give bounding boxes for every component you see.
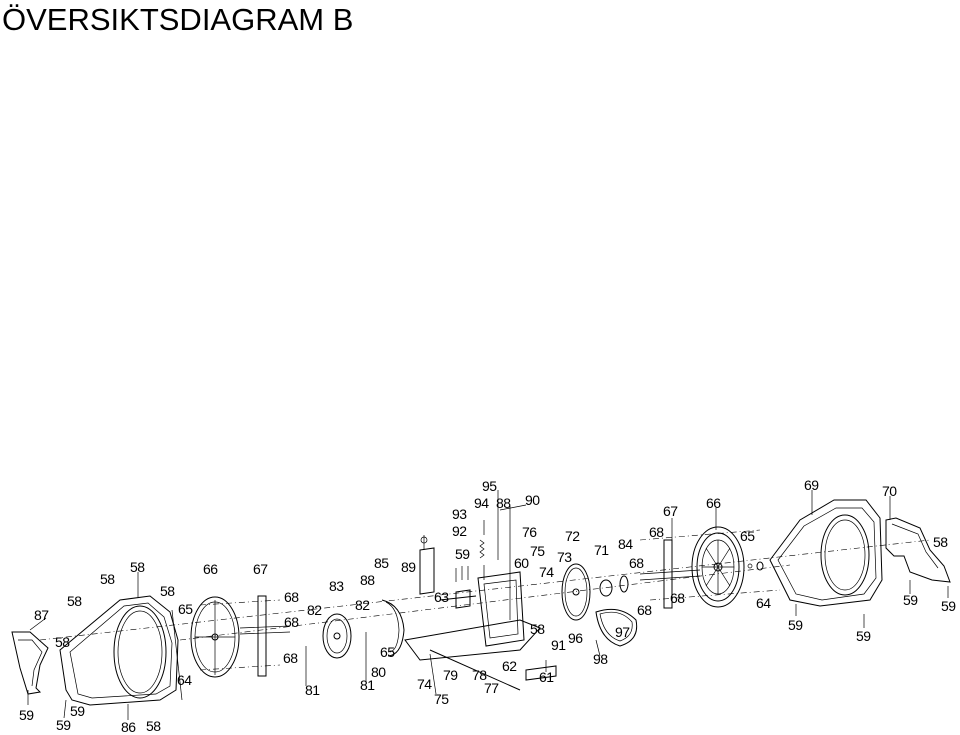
- axle-hub: [599, 575, 629, 597]
- part-label: 68: [649, 524, 664, 540]
- part-label: 59: [788, 617, 803, 633]
- part-label: 58: [160, 583, 175, 599]
- right-bracket: [639, 539, 701, 609]
- page-title: ÖVERSIKTSDIAGRAM B: [2, 2, 354, 37]
- part-label: 59: [903, 592, 918, 608]
- part-label: 71: [594, 542, 609, 558]
- part-label: 74: [539, 564, 554, 580]
- part-label: 93: [452, 506, 467, 522]
- part-label: 77: [484, 680, 499, 696]
- part-label: 83: [329, 578, 344, 594]
- part-label: 63: [434, 589, 449, 605]
- drive-belt: [595, 608, 638, 647]
- part-label: 66: [203, 561, 218, 577]
- part-label: 69: [804, 477, 819, 493]
- part-label: 80: [371, 664, 386, 680]
- part-label: 81: [360, 677, 375, 693]
- part-label: 61: [539, 669, 554, 685]
- part-label: 68: [284, 589, 299, 605]
- part-label: 75: [530, 543, 545, 559]
- part-label: 82: [307, 602, 322, 618]
- part-label: 86: [121, 719, 136, 735]
- part-label: 70: [882, 483, 897, 499]
- part-label: 65: [380, 644, 395, 660]
- part-label: 72: [565, 528, 580, 544]
- part-label: 91: [551, 637, 566, 653]
- part-label: 96: [568, 630, 583, 646]
- part-label: 58: [67, 593, 82, 609]
- right-nut: [747, 561, 764, 571]
- part-label: 58: [933, 534, 948, 550]
- part-label: 98: [593, 651, 608, 667]
- part-label: 68: [629, 555, 644, 571]
- part-label: 58: [146, 718, 161, 734]
- part-label: 60: [514, 555, 529, 571]
- alignment-lines: [39, 529, 931, 671]
- part-label: 58: [130, 559, 145, 575]
- part-label: 59: [856, 628, 871, 644]
- part-label: 88: [496, 495, 511, 511]
- part-label: 68: [637, 602, 652, 618]
- part-label: 75: [434, 691, 449, 707]
- part-label: 65: [740, 528, 755, 544]
- part-label: 88: [360, 572, 375, 588]
- part-label: 58: [55, 634, 70, 650]
- part-label: 87: [34, 607, 49, 623]
- part-label: 59: [941, 598, 956, 614]
- right-outer-guard: [885, 517, 951, 583]
- left-chain-cover: [59, 595, 183, 706]
- part-label: 59: [70, 703, 85, 719]
- leader-lines: [27, 490, 949, 720]
- part-label: 62: [502, 658, 517, 674]
- part-label: 74: [417, 676, 432, 692]
- part-label: 68: [283, 650, 298, 666]
- part-label: 82: [355, 597, 370, 613]
- chain-sprocket: [381, 599, 405, 657]
- part-label: 58: [530, 621, 545, 637]
- right-flywheel: [691, 526, 745, 608]
- part-label: 85: [374, 555, 389, 571]
- part-label: 66: [706, 495, 721, 511]
- main-frame: [404, 535, 557, 691]
- part-label: 58: [100, 571, 115, 587]
- part-label: 67: [253, 561, 268, 577]
- part-labels: 95 94 88 90 93 92 76 72 67 66 69 70 59 6…: [19, 477, 957, 735]
- left-flywheel-disc: [190, 596, 240, 678]
- part-label: 84: [618, 536, 633, 552]
- left-outer-guard: [11, 631, 49, 695]
- part-label: 64: [756, 595, 771, 611]
- drive-disc: [561, 563, 591, 621]
- bolt-set: [455, 566, 469, 582]
- part-label: 59: [455, 546, 470, 562]
- tension-spring: [479, 520, 485, 580]
- part-label: 68: [670, 590, 685, 606]
- part-label: 95: [482, 478, 497, 494]
- part-label: 92: [452, 523, 467, 539]
- part-label: 89: [401, 559, 416, 575]
- left-bracket: [239, 595, 291, 677]
- part-label: 73: [557, 549, 572, 565]
- part-label: 79: [443, 667, 458, 683]
- part-label: 64: [177, 672, 192, 688]
- part-label: 65: [178, 601, 193, 617]
- part-label: 68: [284, 614, 299, 630]
- part-label: 78: [472, 667, 487, 683]
- part-label: 76: [522, 524, 537, 540]
- part-label: 94: [474, 495, 489, 511]
- part-label: 59: [56, 717, 71, 733]
- part-label: 67: [663, 503, 678, 519]
- part-label: 59: [19, 707, 34, 723]
- part-label: 90: [525, 492, 540, 508]
- part-label: 81: [305, 682, 320, 698]
- part-label: 97: [615, 624, 630, 640]
- belt-pulley: [322, 613, 352, 659]
- right-chain-cover: [769, 499, 883, 607]
